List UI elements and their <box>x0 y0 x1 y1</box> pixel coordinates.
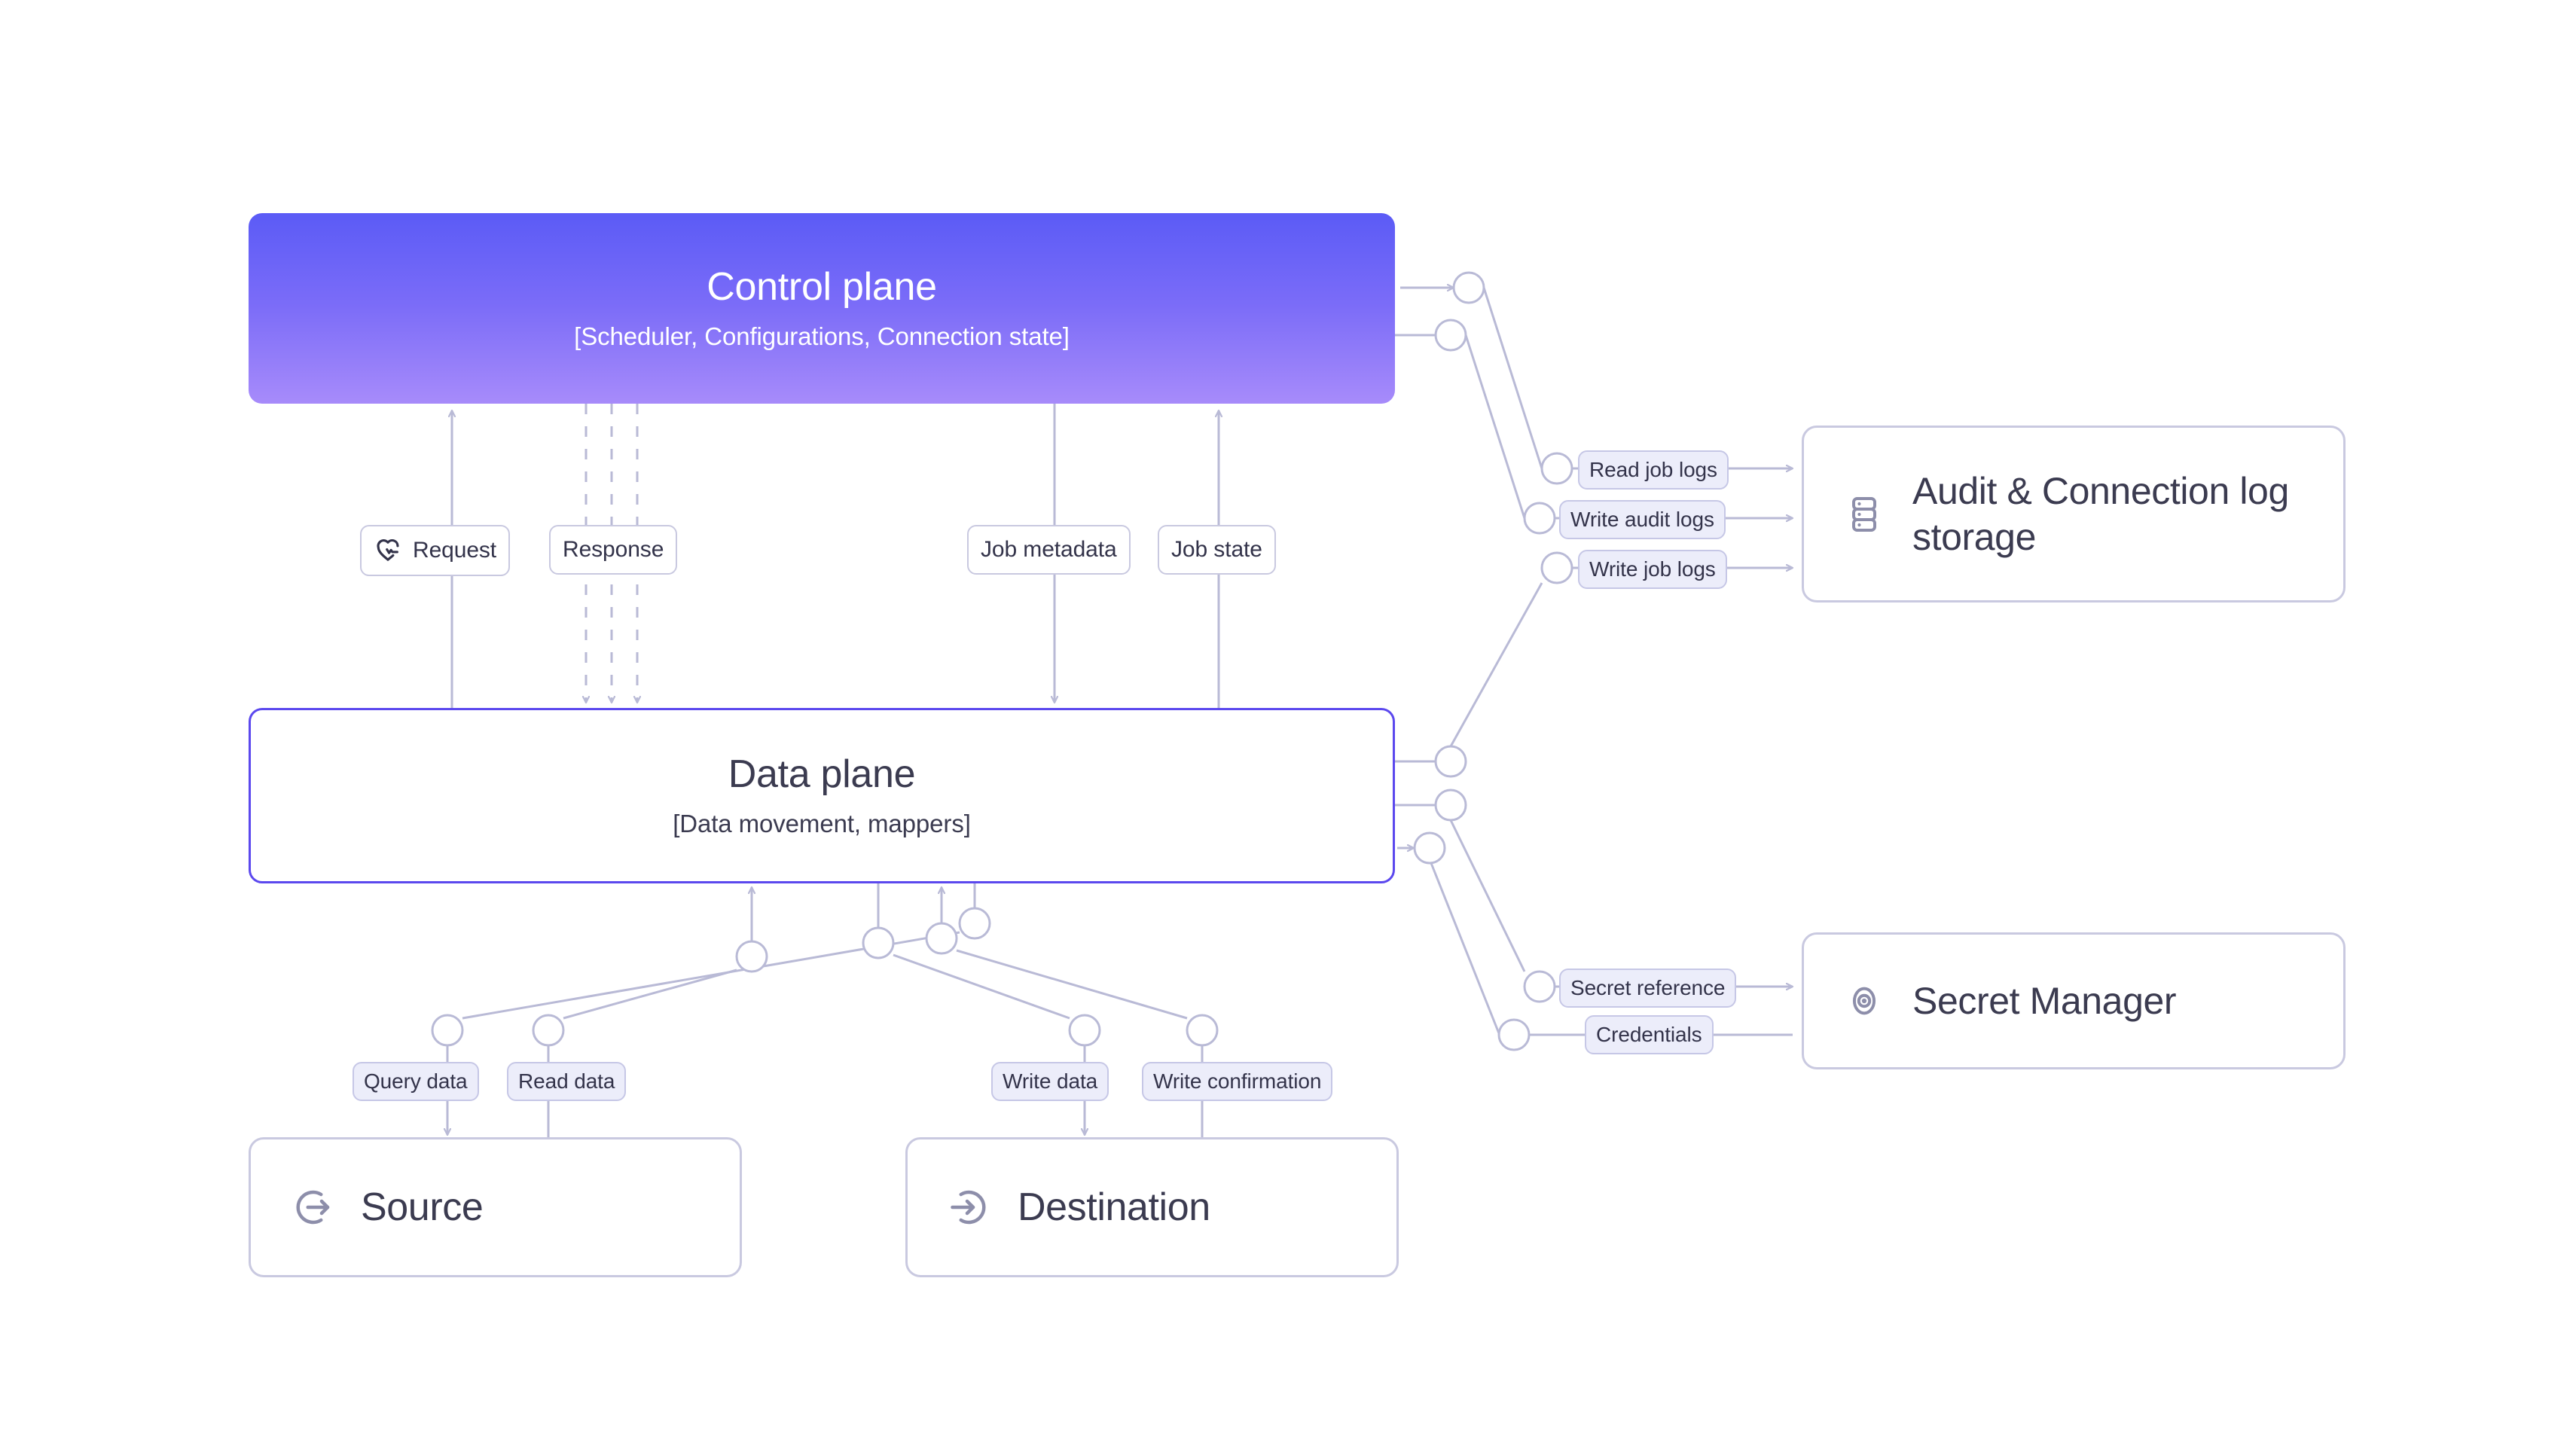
edge-read-data-c <box>563 969 737 1020</box>
control-plane-subtitle: [Scheduler, Configurations, Connection s… <box>574 322 1070 351</box>
edge-label-write-confirmation-text: Write confirmation <box>1153 1069 1322 1093</box>
junction-dot <box>1068 1014 1101 1047</box>
edge-label-secret-reference[interactable]: Secret reference <box>1559 969 1737 1008</box>
source-label: Source <box>361 1185 484 1229</box>
edge-label-read-data[interactable]: Read data <box>507 1062 627 1101</box>
audit-log-storage-label: Audit & Connection log storage <box>1912 469 2289 558</box>
secret-manager-label: Secret Manager <box>1912 979 2177 1022</box>
edge-write-audit-logs-b <box>1464 334 1526 519</box>
junction-dot <box>1540 452 1573 485</box>
edge-label-query-data[interactable]: Query data <box>353 1062 479 1101</box>
edge-label-request[interactable]: Request <box>360 525 511 576</box>
edge-write-job-logs-b <box>1449 582 1543 747</box>
arrow-out-circle-icon <box>290 1185 335 1230</box>
edge-query-data-b <box>462 931 960 1020</box>
edge-label-job-metadata-text: Job metadata <box>981 537 1117 562</box>
junction-dot <box>1434 319 1467 352</box>
arrow-in-circle-icon <box>947 1185 992 1230</box>
edge-label-write-audit-logs[interactable]: Write audit logs <box>1559 500 1726 539</box>
data-plane-subtitle: [Data movement, mappers] <box>673 810 971 838</box>
edge-label-job-state[interactable]: Job state <box>1158 525 1276 575</box>
server-stack-icon <box>1843 493 1885 535</box>
junction-dot <box>1452 271 1485 304</box>
edge-label-write-data[interactable]: Write data <box>991 1062 1109 1101</box>
edge-label-write-data-text: Write data <box>1003 1069 1098 1093</box>
junction-dot <box>958 907 991 940</box>
edge-label-query-data-text: Query data <box>364 1069 468 1093</box>
heart-pulse-icon <box>374 536 402 565</box>
edge-read-job-logs-b <box>1482 287 1543 469</box>
edge-credentials-b <box>1430 862 1500 1034</box>
junction-dot <box>735 940 768 973</box>
destination-node[interactable]: Destination <box>905 1137 1399 1277</box>
edge-label-read-data-text: Read data <box>518 1069 615 1093</box>
edge-label-write-job-logs-text: Write job logs <box>1589 557 1716 581</box>
data-plane-title: Data plane <box>728 752 916 796</box>
control-plane-title: Control plane <box>707 264 937 309</box>
edge-label-job-state-text: Job state <box>1171 537 1262 562</box>
edge-secret-reference-b <box>1449 819 1526 972</box>
edge-label-write-audit-logs-text: Write audit logs <box>1570 508 1714 531</box>
junction-dot <box>1434 789 1467 822</box>
junction-dot <box>1540 551 1573 584</box>
edge-write-data-b <box>893 953 1070 1020</box>
audit-log-storage-node[interactable]: Audit & Connection log storage <box>1802 426 2346 602</box>
junction-dot <box>1186 1014 1219 1047</box>
edge-label-job-metadata[interactable]: Job metadata <box>967 525 1131 575</box>
junction-dot <box>532 1014 565 1047</box>
junction-dot <box>431 1014 464 1047</box>
edge-write-confirmation-c <box>956 949 1188 1020</box>
edge-label-request-text: Request <box>413 538 497 563</box>
data-plane-node[interactable]: Data plane [Data movement, mappers] <box>249 708 1395 883</box>
edge-label-write-job-logs[interactable]: Write job logs <box>1578 550 1727 589</box>
edge-label-read-job-logs-text: Read job logs <box>1589 458 1717 481</box>
junction-dot <box>862 926 895 959</box>
destination-label: Destination <box>1018 1185 1210 1229</box>
junction-dot <box>1413 831 1446 865</box>
secret-manager-node[interactable]: Secret Manager <box>1802 932 2346 1069</box>
control-plane-node[interactable]: Control plane [Scheduler, Configurations… <box>249 213 1395 404</box>
junction-dot <box>1434 745 1467 778</box>
source-node[interactable]: Source <box>249 1137 742 1277</box>
edge-label-response-text: Response <box>563 537 664 562</box>
eye-target-icon <box>1843 980 1885 1022</box>
junction-dot <box>1497 1018 1531 1051</box>
edge-label-write-confirmation[interactable]: Write confirmation <box>1142 1062 1333 1101</box>
junction-dot <box>925 922 958 955</box>
edge-label-credentials[interactable]: Credentials <box>1585 1015 1714 1054</box>
edge-label-secret-reference-text: Secret reference <box>1570 976 1726 999</box>
edge-label-credentials-text: Credentials <box>1596 1023 1702 1046</box>
edge-label-response[interactable]: Response <box>549 525 678 575</box>
edge-label-read-job-logs[interactable]: Read job logs <box>1578 450 1729 490</box>
junction-dot <box>1523 970 1556 1003</box>
junction-dot <box>1523 502 1556 535</box>
